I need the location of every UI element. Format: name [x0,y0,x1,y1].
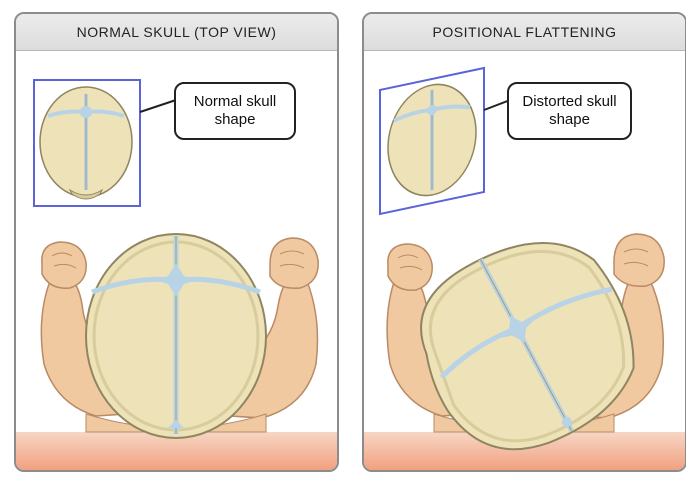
small-anterior-fontanelle [80,106,92,118]
baby-right-fist [614,234,664,286]
distorted-skull-callout: Distorted skull shape [507,82,632,140]
callout-line-2: shape [509,111,630,129]
normal-skull-callout: Normal skull shape [174,82,296,140]
callout-line-1: Normal skull [176,93,294,111]
baby-right-fist [270,238,318,288]
callout-line-1: Distorted skull [509,93,630,111]
callout-pointer [140,100,176,112]
callout-line-2: shape [176,111,294,129]
normal-skull-panel: NORMAL SKULL (TOP VIEW) [14,12,339,472]
positional-flattening-panel: POSITIONAL FLATTENING [362,12,686,472]
baby-left-fist [388,244,432,290]
baby-left-fist [42,242,86,288]
